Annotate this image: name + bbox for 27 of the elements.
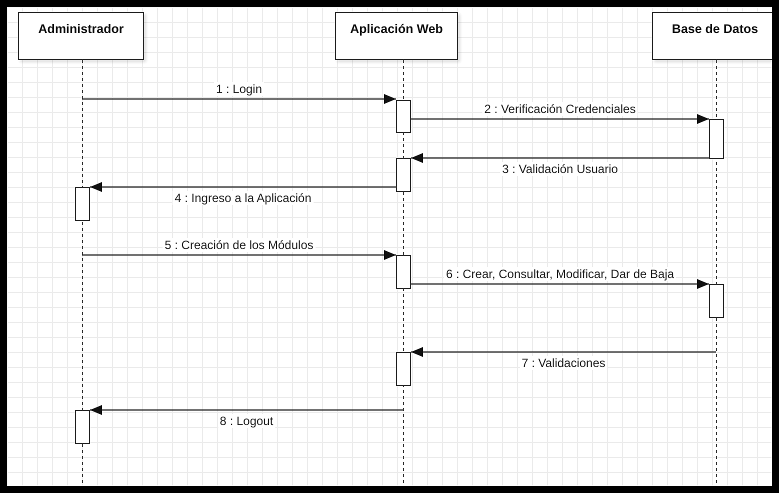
- message-arrow: [411, 114, 709, 124]
- activation-bar: [75, 410, 90, 444]
- message-label: 8 : Logout: [218, 414, 276, 428]
- message-label: 4 : Ingreso a la Aplicación: [172, 191, 314, 205]
- participant-name: Base de Datos: [672, 22, 758, 36]
- message-label: 2 : Verificación Credenciales: [482, 102, 638, 116]
- message-label: 7 : Validaciones: [520, 356, 608, 370]
- participant-name: Aplicación Web: [350, 22, 443, 36]
- message-arrow: [411, 153, 709, 163]
- message-arrow: [82, 250, 396, 260]
- message-arrow: [411, 347, 716, 357]
- activation-bar: [396, 100, 411, 133]
- message-arrow: [411, 279, 709, 289]
- participant-name: Administrador: [38, 22, 124, 36]
- activation-bar: [396, 352, 411, 386]
- message-label: 3 : Validación Usuario: [500, 162, 620, 176]
- message-arrow: [90, 405, 403, 415]
- message-label: 1 : Login: [214, 82, 264, 96]
- activation-bar: [396, 255, 411, 289]
- message-label: 6 : Crear, Consultar, Modificar, Dar de Baja: [444, 267, 676, 281]
- activation-bar: [396, 158, 411, 192]
- message-arrow: [90, 182, 396, 192]
- message-arrow: [82, 94, 396, 104]
- message-label: 5 : Creación de los Módulos: [162, 238, 316, 252]
- activation-bar: [709, 284, 724, 318]
- activation-bar: [709, 119, 724, 159]
- activation-bar: [75, 187, 90, 221]
